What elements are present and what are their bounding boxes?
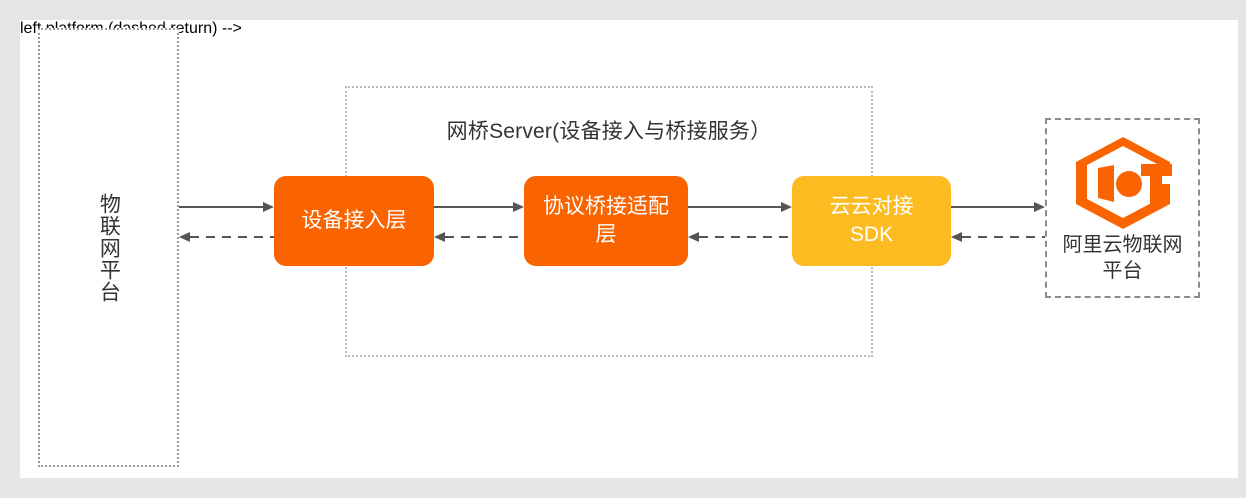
left-platform-label: 物联网平台 (97, 192, 121, 303)
connector-sdk-to-adapter-arrow (688, 232, 792, 242)
protocol-bridge-adapter-layer-box[interactable]: 协议桥接适配层 (524, 176, 688, 266)
cloud-to-cloud-sdk-box[interactable]: 云云对接 SDK (792, 176, 951, 266)
connector-sdk-to-right-arrow (951, 202, 1045, 212)
connector-access-to-adapter-arrow (434, 202, 524, 212)
iot-hexagon-logo-icon (1075, 137, 1172, 229)
bridge-server-title: 网桥Server(设备接入与桥接服务） (446, 120, 772, 143)
cloud-to-cloud-sdk-label-line2: SDK (849, 223, 894, 246)
connector-adapter-to-sdk-arrow (688, 202, 792, 212)
left-platform-label-wrap: 物联网平台 (40, 30, 177, 465)
connector-left-to-access-arrow (179, 202, 274, 212)
device-access-layer-label: 设备接入层 (301, 209, 407, 233)
aliyun-iot-platform-box: 阿里云物联网平台 (1045, 118, 1200, 298)
cloud-to-cloud-sdk-label-wrap: 云云对接 SDK (830, 193, 914, 248)
diagram-canvas: 物联网平台 网桥Server(设备接入与桥接服务） 设备接入层 协议桥接适配层 … (20, 20, 1238, 478)
connector-right-to-sdk-arrow (951, 232, 1045, 242)
connector-access-to-left-arrow (179, 232, 274, 242)
aliyun-iot-platform-label: 阿里云物联网平台 (1062, 234, 1183, 282)
left-iot-platform-box: 物联网平台 (38, 28, 179, 467)
protocol-bridge-adapter-layer-label: 协议桥接适配层 (543, 195, 669, 246)
device-access-layer-box[interactable]: 设备接入层 (274, 176, 434, 266)
cloud-to-cloud-sdk-label-line1: 云云对接 (829, 195, 914, 219)
connector-adapter-to-access-arrow (434, 232, 524, 242)
